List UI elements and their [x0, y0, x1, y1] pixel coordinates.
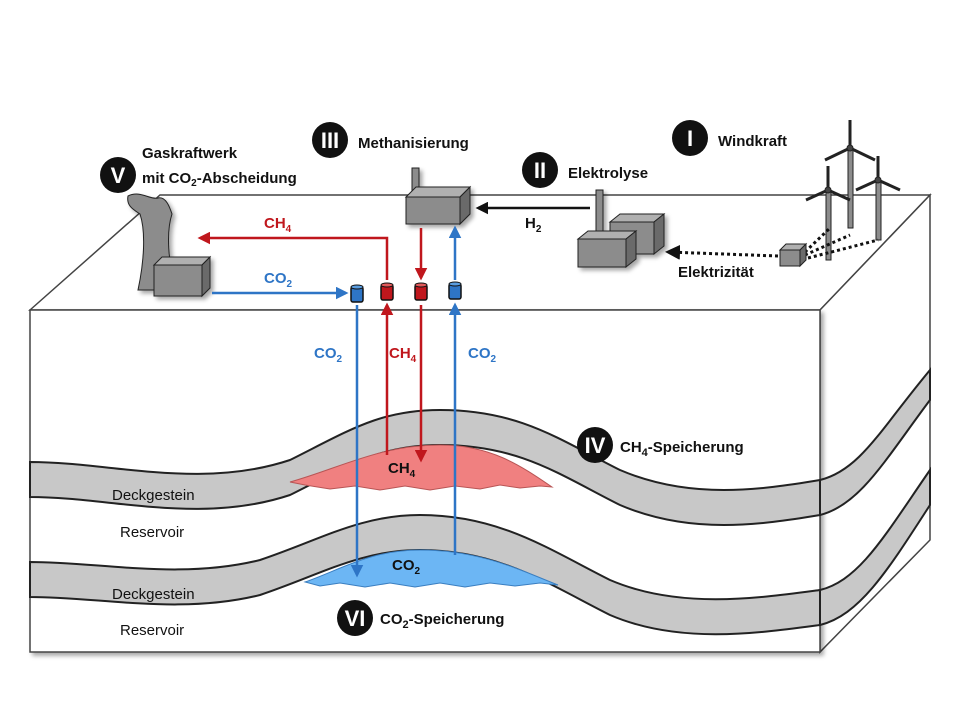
label-ch4-reservoir: CH4	[388, 460, 416, 480]
gas-power-plant	[127, 193, 212, 298]
wind-turbine	[824, 120, 876, 229]
methanation-plant	[404, 167, 472, 226]
power-lines	[803, 226, 879, 260]
ch4-wellhead	[414, 282, 428, 301]
svg-text:I: I	[687, 126, 693, 151]
label-windkraft: Windkraft	[718, 133, 787, 150]
step-badge-i: I	[672, 120, 708, 156]
svg-text:II: II	[534, 158, 546, 183]
label-methanisierung: Methanisierung	[358, 135, 469, 152]
wind-turbine	[855, 156, 901, 241]
label-elektrizitaet: Elektrizität	[678, 264, 754, 281]
label-gaskraftwerk: Gaskraftwerk	[142, 145, 238, 162]
right-side-upper-layer	[819, 367, 931, 517]
label-deckgestein-upper: Deckgestein	[112, 487, 195, 504]
label-co2-production: CO2	[468, 345, 497, 365]
step-badge-vi: VI	[337, 600, 373, 636]
label-ch4-to-plant: CH4	[264, 215, 292, 235]
wind-turbine	[805, 166, 851, 261]
step-badge-iv: IV	[577, 427, 613, 463]
label-co2-reservoir: CO2	[392, 557, 421, 577]
label-co2-abscheidung: mit CO2-Abscheidung	[142, 170, 297, 189]
right-side-lower-layer	[819, 466, 931, 627]
label-reservoir-upper: Reservoir	[120, 524, 184, 541]
label-ch4-speicherung: CH4-Speicherung	[620, 439, 744, 459]
electricity-arrow	[665, 244, 779, 260]
co2-wellhead	[350, 284, 364, 303]
co2-reservoir	[303, 549, 559, 588]
label-co2-speicherung: CO2-Speicherung	[380, 611, 504, 631]
electrolysis-plant	[576, 189, 666, 269]
svg-text:V: V	[111, 163, 126, 188]
label-ch4-production: CH4	[389, 345, 417, 365]
label-h2: H2	[525, 215, 542, 235]
substation	[778, 242, 808, 268]
svg-text:IV: IV	[585, 433, 606, 458]
label-reservoir-lower: Reservoir	[120, 622, 184, 639]
ch4-reservoir	[289, 444, 554, 491]
ch4-arrow-to-plant	[197, 231, 389, 280]
co2-wellhead	[448, 281, 462, 300]
ch4-wellhead	[380, 282, 394, 301]
step-badge-iii: III	[312, 122, 348, 158]
label-deckgestein-lower: Deckgestein	[112, 586, 195, 603]
step-badge-ii: II	[522, 152, 558, 188]
label-co2-from-plant: CO2	[264, 270, 293, 290]
step-badge-v: V	[100, 157, 136, 193]
svg-text:III: III	[321, 128, 339, 153]
svg-text:VI: VI	[345, 606, 366, 631]
label-co2-injection: CO2	[314, 345, 343, 365]
label-elektrolyse: Elektrolyse	[568, 165, 648, 182]
